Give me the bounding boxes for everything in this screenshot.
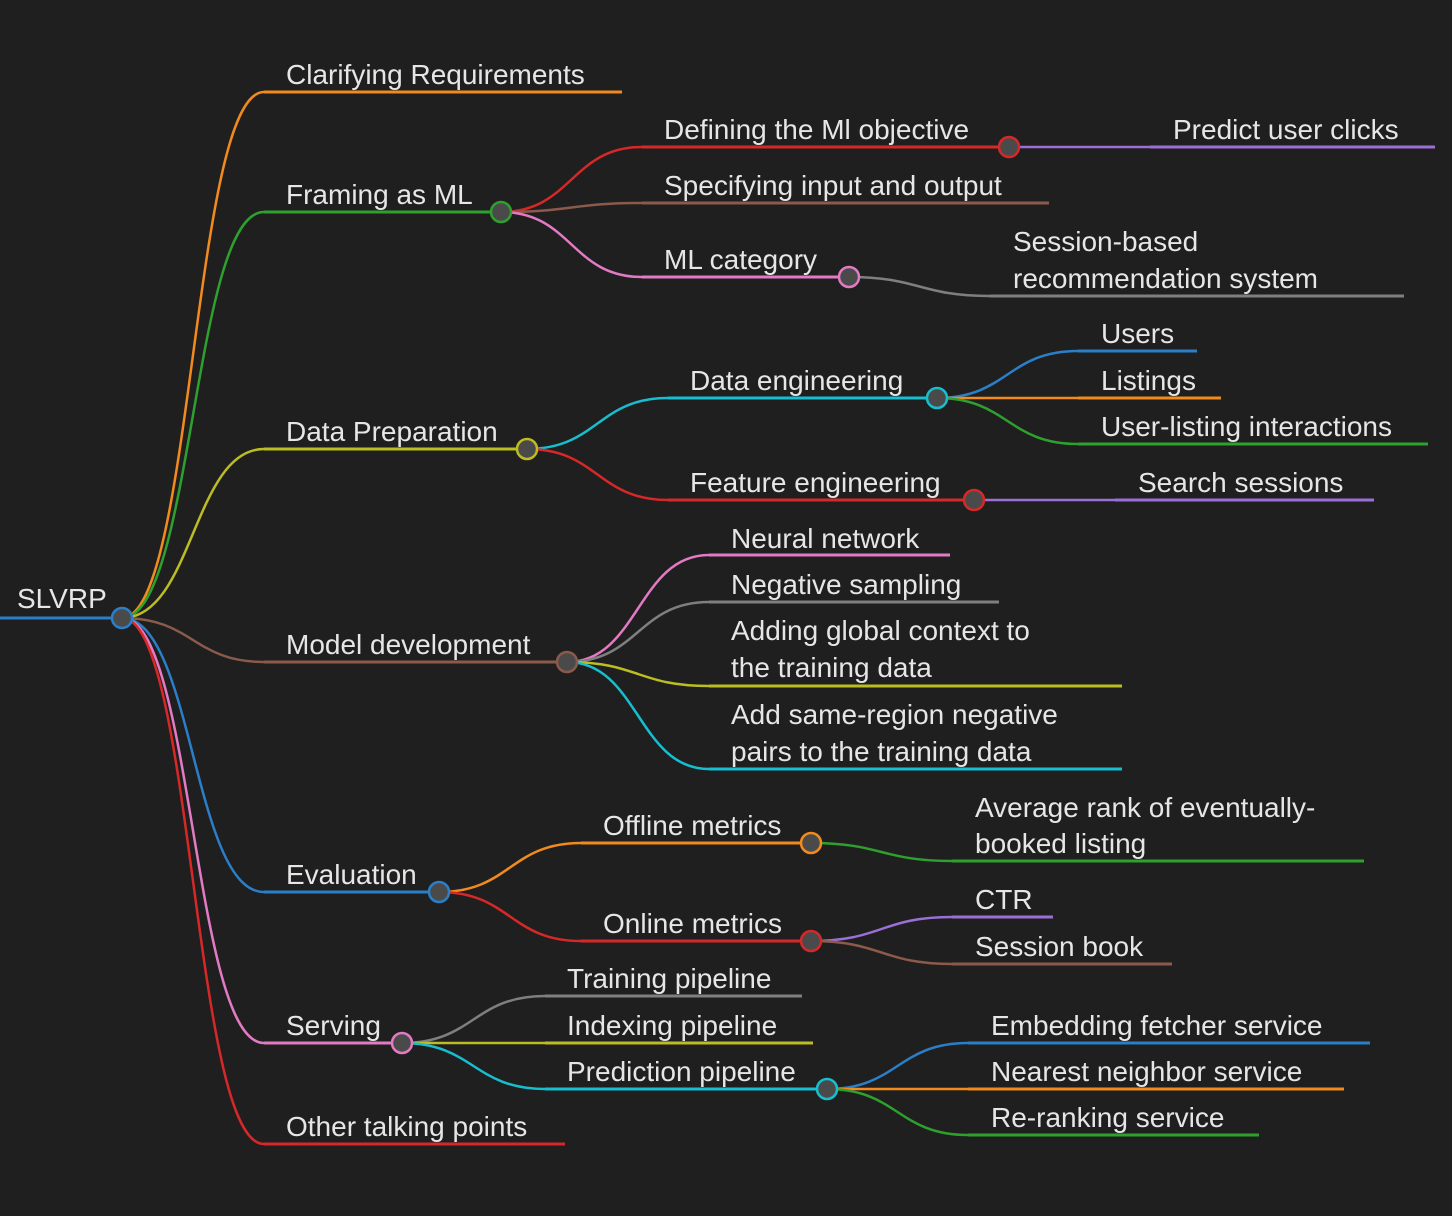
branch-label-0: Clarifying Requirements: [286, 59, 585, 90]
topic-node-1-2[interactable]: [837, 265, 861, 289]
edge-topic-4-0-to-leaf-0: [809, 841, 954, 863]
edge-branch-5-to-topic-0: [400, 994, 547, 1045]
edge-topic-1-2-to-leaf-0: [847, 275, 992, 298]
topic-label-4-1: Online metrics: [603, 908, 782, 939]
edge-root-to-branch-6: [120, 616, 266, 1146]
underlines-layer: [0, 90, 1435, 1146]
topic-node-2-0[interactable]: [925, 386, 949, 410]
edges-layer: [120, 90, 1152, 1146]
edge-branch-4-to-topic-1: [437, 890, 583, 943]
leaf-label-2-0-2: User-listing interactions: [1101, 411, 1392, 442]
topic-node-4-0[interactable]: [799, 831, 823, 855]
topic-label-1-1: Specifying input and output: [664, 170, 1002, 201]
leaf-label-4-1-1: Session book: [975, 931, 1144, 962]
edge-topic-5-2-to-leaf-2: [825, 1087, 970, 1137]
topic-label-5-0: Training pipeline: [567, 963, 771, 994]
topic-node-1-0[interactable]: [997, 135, 1021, 159]
edge-branch-2-to-topic-0: [525, 396, 670, 451]
leaf-label-4-0-0: Average rank of eventually-booked listin…: [975, 792, 1315, 859]
root-node[interactable]: [110, 606, 134, 630]
edge-branch-3-to-topic-3: [565, 660, 711, 771]
edge-topic-4-1-to-leaf-0: [809, 915, 954, 943]
topic-label-3-0: Neural network: [731, 523, 920, 554]
topic-label-2-1: Feature engineering: [690, 467, 941, 498]
leaf-label-4-0-0-line: Average rank of eventually-: [975, 792, 1315, 823]
edge-topic-5-2-to-leaf-0: [825, 1041, 970, 1091]
branch-node-2[interactable]: [515, 437, 539, 461]
topic-label-3-3-line: Add same-region negative: [731, 699, 1058, 730]
branch-node-3[interactable]: [555, 650, 579, 674]
topic-label-3-1: Negative sampling: [731, 569, 961, 600]
topic-label-3-3: Add same-region negative pairs to the tra…: [731, 699, 1058, 767]
edge-root-to-branch-2: [120, 447, 266, 620]
leaf-label-2-0-0: Users: [1101, 318, 1174, 349]
edge-branch-4-to-topic-0: [437, 841, 583, 894]
edge-branch-2-to-topic-1: [525, 447, 670, 502]
nodes-layer: [110, 135, 1021, 1101]
edge-root-to-branch-4: [120, 616, 266, 894]
edge-topic-4-1-to-leaf-1: [809, 939, 954, 966]
topic-label-3-2: Adding global context to the training dat…: [731, 615, 1030, 683]
leaf-label-5-2-1: Nearest neighbor service: [991, 1056, 1302, 1087]
leaf-label-5-2-2: Re-ranking service: [991, 1102, 1224, 1133]
edge-branch-3-to-topic-1: [565, 600, 711, 664]
leaf-label-2-1-0: Search sessions: [1138, 467, 1343, 498]
leaf-label-1-2-0: Session-based recommendation system: [1013, 226, 1318, 294]
edge-root-to-branch-0: [120, 90, 266, 620]
edge-branch-1-to-topic-2: [499, 210, 644, 279]
branch-label-1: Framing as ML: [286, 179, 473, 210]
branch-label-2: Data Preparation: [286, 416, 498, 447]
topic-label-3-3-line: pairs to the training data: [731, 736, 1032, 767]
topic-label-4-0: Offline metrics: [603, 810, 781, 841]
leaf-label-2-0-1: Listings: [1101, 365, 1196, 396]
topic-label-3-2-line: the training data: [731, 652, 932, 683]
edge-branch-1-to-topic-0: [499, 145, 644, 214]
topic-node-4-1[interactable]: [799, 929, 823, 953]
branch-node-5[interactable]: [390, 1031, 414, 1055]
leaf-label-1-2-0-line: recommendation system: [1013, 263, 1318, 294]
branch-label-3: Model development: [286, 629, 531, 660]
edge-branch-3-to-topic-2: [565, 660, 711, 688]
topic-node-5-2[interactable]: [815, 1077, 839, 1101]
topic-label-3-2-line: Adding global context to: [731, 615, 1030, 646]
branch-label-6: Other talking points: [286, 1111, 527, 1142]
leaf-label-1-2-0-line: Session-based: [1013, 226, 1198, 257]
edge-root-to-branch-1: [120, 210, 266, 620]
edge-branch-5-to-topic-2: [400, 1041, 547, 1091]
topic-label-1-0: Defining the Ml objective: [664, 114, 969, 145]
leaf-label-4-0-0-line: booked listing: [975, 828, 1146, 859]
edge-root-to-branch-3: [120, 616, 266, 664]
branch-node-1[interactable]: [489, 200, 513, 224]
root-label: SLVRP: [17, 583, 107, 614]
edge-branch-1-to-topic-1: [499, 201, 644, 214]
topic-label-1-2: ML category: [664, 244, 817, 275]
topic-node-2-1[interactable]: [962, 488, 986, 512]
edge-branch-3-to-topic-0: [565, 553, 711, 664]
edge-root-to-branch-5: [120, 616, 266, 1045]
leaf-label-5-2-0: Embedding fetcher service: [991, 1010, 1323, 1041]
edge-topic-2-0-to-leaf-0: [935, 349, 1080, 400]
branch-node-4[interactable]: [427, 880, 451, 904]
topic-label-5-2: Prediction pipeline: [567, 1056, 796, 1087]
topic-label-2-0: Data engineering: [690, 365, 903, 396]
leaf-label-1-0-0: Predict user clicks: [1173, 114, 1399, 145]
topic-label-5-1: Indexing pipeline: [567, 1010, 777, 1041]
branch-label-5: Serving: [286, 1010, 381, 1041]
edge-topic-2-0-to-leaf-2: [935, 396, 1080, 446]
branch-label-4: Evaluation: [286, 859, 417, 890]
leaf-label-4-1-0: CTR: [975, 884, 1033, 915]
